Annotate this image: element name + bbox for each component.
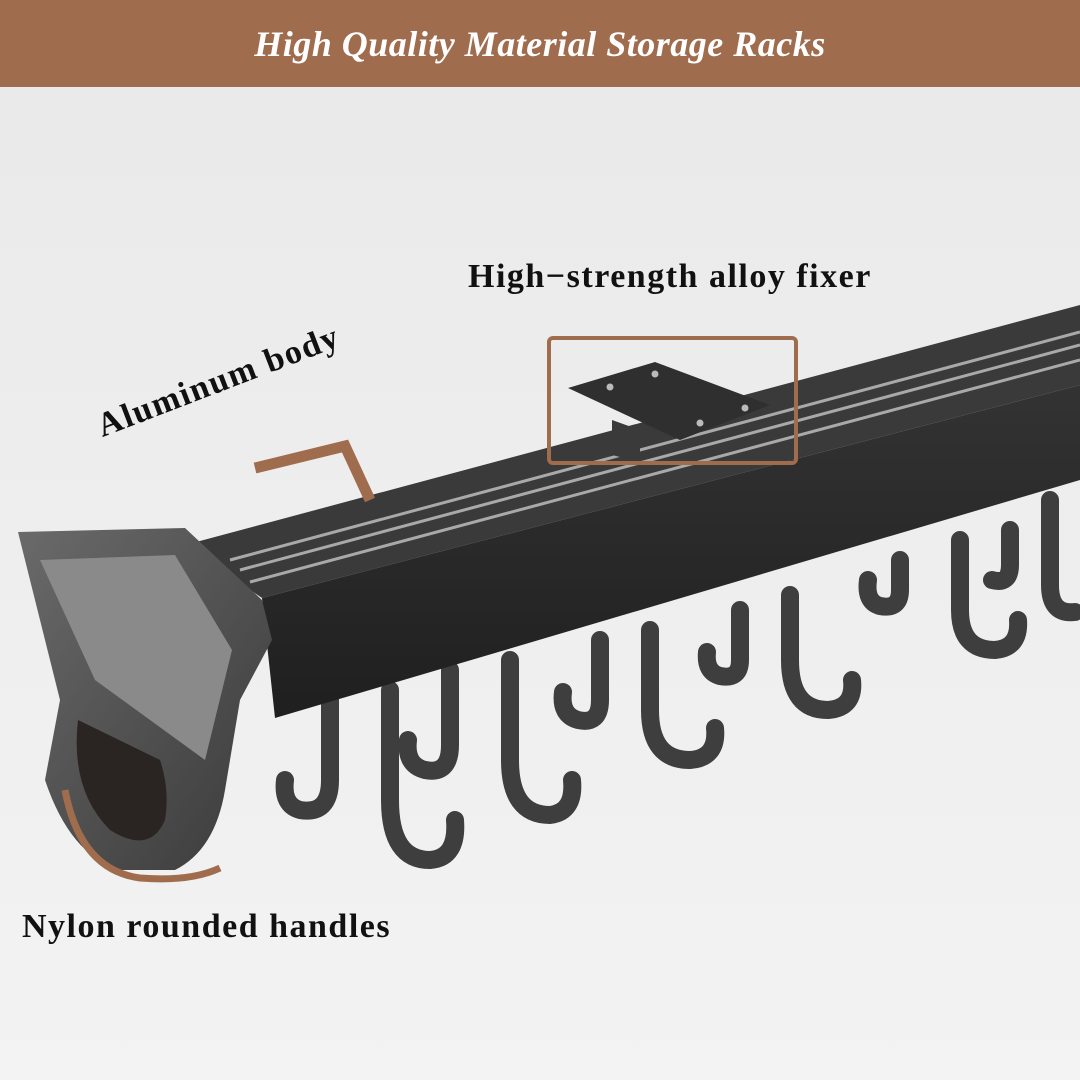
hook (553, 631, 609, 730)
fixer-highlight-box (547, 336, 798, 465)
rail-front (262, 385, 1080, 718)
end-cap-inner (40, 555, 232, 760)
handle-hole (76, 720, 167, 841)
hook (983, 521, 1019, 590)
aluminum-callout-bracket (253, 439, 375, 503)
hook (697, 601, 749, 686)
header-banner: High Quality Material Storage Racks (0, 0, 1080, 87)
hook (781, 586, 862, 720)
banner-title: High Quality Material Storage Racks (254, 23, 826, 64)
hooks (275, 491, 1080, 870)
hook (858, 551, 909, 616)
rail-tracks (229, 330, 1080, 584)
nylon-callout-arc (61, 789, 222, 883)
hook (951, 531, 1028, 660)
hook (1041, 491, 1080, 622)
hook (275, 691, 339, 820)
alloy-fixer (568, 362, 770, 462)
hook (381, 681, 465, 870)
hook (641, 621, 725, 770)
fixer-callout-label: High−strength alloy fixer (468, 258, 872, 295)
hook (501, 651, 582, 825)
hook (398, 661, 459, 780)
nylon-callout-label: Nylon rounded handles (22, 908, 392, 945)
